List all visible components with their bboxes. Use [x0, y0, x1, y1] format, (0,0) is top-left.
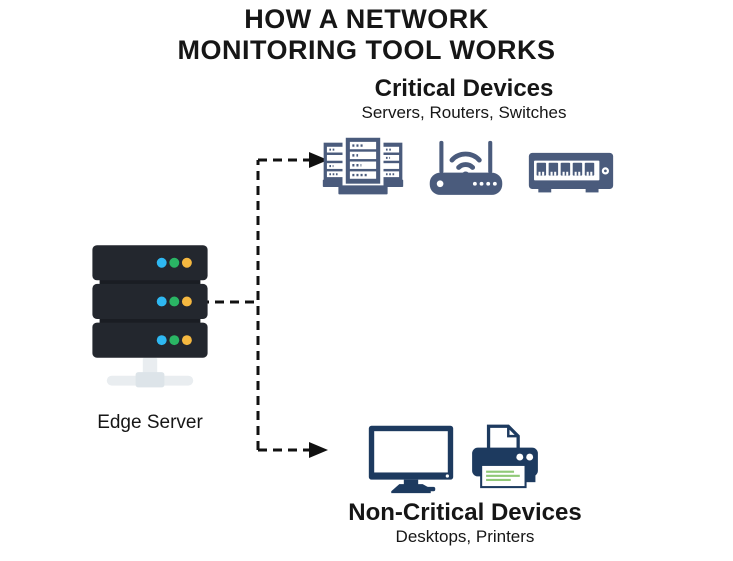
critical-devices-header: Critical Devices Servers, Routers, Switc…	[314, 75, 614, 123]
desktop-monitor-icon	[368, 425, 454, 494]
noncritical-devices-subheading: Desktops, Printers	[395, 527, 535, 546]
server-led-lights	[156, 257, 192, 346]
server-stack-icon	[92, 245, 208, 388]
noncritical-devices-icon-row	[366, 418, 542, 494]
server-rack-icon	[322, 134, 404, 195]
critical-devices-icon-row	[322, 128, 614, 196]
noncritical-devices-heading: Non-Critical Devices	[348, 499, 582, 526]
wireless-router-icon	[429, 140, 503, 195]
critical-devices-subheading: Servers, Routers, Switches	[361, 103, 567, 122]
page-title-line2: MONITORING TOOL WORKS	[177, 35, 556, 65]
critical-devices-heading: Critical Devices	[374, 75, 554, 102]
page-title: HOW A NETWORK MONITORING TOOL WORKS	[0, 4, 733, 66]
page-title-line1: HOW A NETWORK	[244, 4, 489, 34]
edge-server-label: Edge Server	[97, 412, 203, 433]
network-switch-icon	[528, 152, 614, 193]
noncritical-devices-header: Non-Critical Devices Desktops, Printers	[315, 499, 615, 547]
edge-server-group: Edge Server	[50, 240, 250, 434]
printer-icon	[472, 424, 538, 489]
arrowhead-to-noncritical	[309, 442, 328, 458]
